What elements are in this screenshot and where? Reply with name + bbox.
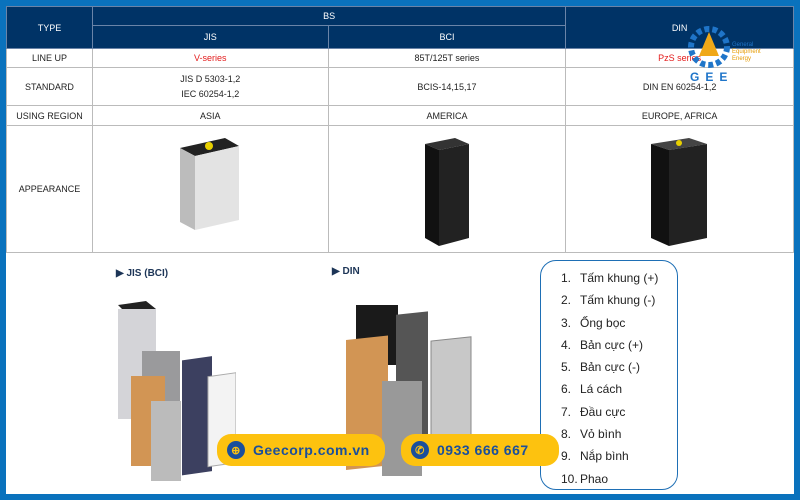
row-label-region: USING REGION bbox=[6, 105, 93, 126]
parts-legend: 1. Tấm khung (+) 2. Tấm khung (-) 3. Ống bọc 4… bbox=[540, 260, 678, 490]
part-label: Bản cực (+) bbox=[580, 337, 644, 352]
battery-comparison-table: TYPE BS DIN JIS BCI LINE UP V-series 85T… bbox=[6, 6, 794, 253]
parts-list-item: 6. Lá cách bbox=[561, 378, 677, 400]
header-bci: BCI bbox=[327, 25, 567, 49]
header-din: DIN bbox=[565, 6, 794, 49]
standard-din: DIN EN 60254-1,2 bbox=[565, 67, 794, 106]
page: TYPE BS DIN JIS BCI LINE UP V-series 85T… bbox=[6, 6, 794, 494]
standard-jis-1: JIS D 5303-1,2 bbox=[180, 74, 241, 84]
appearance-din bbox=[565, 125, 794, 253]
jis-exploded-diagram bbox=[118, 301, 236, 481]
part-number: 9. bbox=[561, 449, 572, 464]
phone-button[interactable]: ✆ 0933 666 667 bbox=[401, 434, 559, 466]
jis-diagram-title: ▶ JIS (BCI) bbox=[116, 268, 169, 279]
region-jis: ASIA bbox=[91, 105, 329, 126]
part-label: Nắp bình bbox=[580, 449, 629, 464]
website-label: Geecorp.com.vn bbox=[253, 442, 370, 458]
part-number: 1. bbox=[561, 271, 572, 285]
part-number: 3. bbox=[561, 315, 572, 330]
appearance-bci bbox=[327, 125, 567, 253]
din-diagram-title: ▶ DIN bbox=[332, 266, 360, 277]
row-label-appearance: APPEARANCE bbox=[6, 125, 93, 253]
parts-list-item: 5. Bản cực (-) bbox=[561, 356, 677, 378]
part-number: 8. bbox=[561, 427, 572, 442]
row-label-lineup: LINE UP bbox=[6, 48, 93, 68]
part-number: 5. bbox=[561, 360, 572, 375]
header-type: TYPE bbox=[6, 6, 93, 49]
parts-list-item: 9. Nắp bình bbox=[561, 445, 677, 467]
region-bci: AMERICA bbox=[327, 105, 567, 126]
part-label: Bản cực (-) bbox=[580, 360, 641, 375]
phone-icon: ✆ bbox=[411, 441, 429, 459]
din-exploded-diagram bbox=[346, 305, 472, 476]
part-label: Lá cách bbox=[580, 382, 623, 397]
gear-logo-icon bbox=[688, 26, 730, 68]
bci-battery-image bbox=[424, 138, 469, 246]
part-label: Đầu cực bbox=[580, 404, 626, 419]
lineup-bci: 85T/125T series bbox=[327, 48, 567, 68]
header-jis: JIS bbox=[91, 25, 329, 49]
website-button[interactable]: ⊕ Geecorp.com.vn bbox=[217, 434, 385, 466]
appearance-jis bbox=[91, 125, 329, 253]
jis-battery-image bbox=[180, 138, 240, 230]
part-number: 2. bbox=[561, 293, 572, 308]
globe-icon: ⊕ bbox=[227, 441, 245, 459]
part-number: 4. bbox=[561, 337, 572, 352]
logo-text: GEE bbox=[690, 70, 734, 84]
lineup-jis: V-series bbox=[91, 48, 329, 68]
region-din: EUROPE, AFRICA bbox=[565, 105, 794, 126]
part-label: Tấm khung (+) bbox=[580, 271, 659, 285]
parts-list-item: 7. Đầu cực bbox=[561, 401, 677, 423]
parts-list-item: 1. Tấm khung (+) bbox=[561, 267, 677, 289]
header-bs: BS bbox=[91, 6, 567, 26]
part-number: 6. bbox=[561, 382, 572, 397]
parts-list-item: 4. Bản cực (+) bbox=[561, 334, 677, 356]
part-label: Vỏ bình bbox=[580, 427, 622, 442]
parts-list-item: 2. Tấm khung (-) bbox=[561, 289, 677, 311]
row-label-standard: STANDARD bbox=[6, 67, 93, 106]
parts-list-item: 8. Vỏ bình bbox=[561, 423, 677, 445]
part-number: 7. bbox=[561, 404, 572, 419]
part-number: 10. bbox=[561, 471, 578, 486]
phone-label: 0933 666 667 bbox=[437, 442, 529, 458]
standard-jis-2: IEC 60254-1,2 bbox=[181, 89, 240, 99]
parts-list-item: 3. Ống bọc bbox=[561, 312, 677, 334]
part-label: Tấm khung (-) bbox=[580, 293, 656, 308]
part-label: Phao bbox=[580, 471, 609, 486]
part-label: Ống bọc bbox=[580, 315, 626, 330]
standard-bci: BCIS-14,15,17 bbox=[327, 67, 567, 106]
din-battery-image bbox=[650, 138, 707, 246]
parts-list-item: 10.Phao bbox=[561, 468, 677, 490]
